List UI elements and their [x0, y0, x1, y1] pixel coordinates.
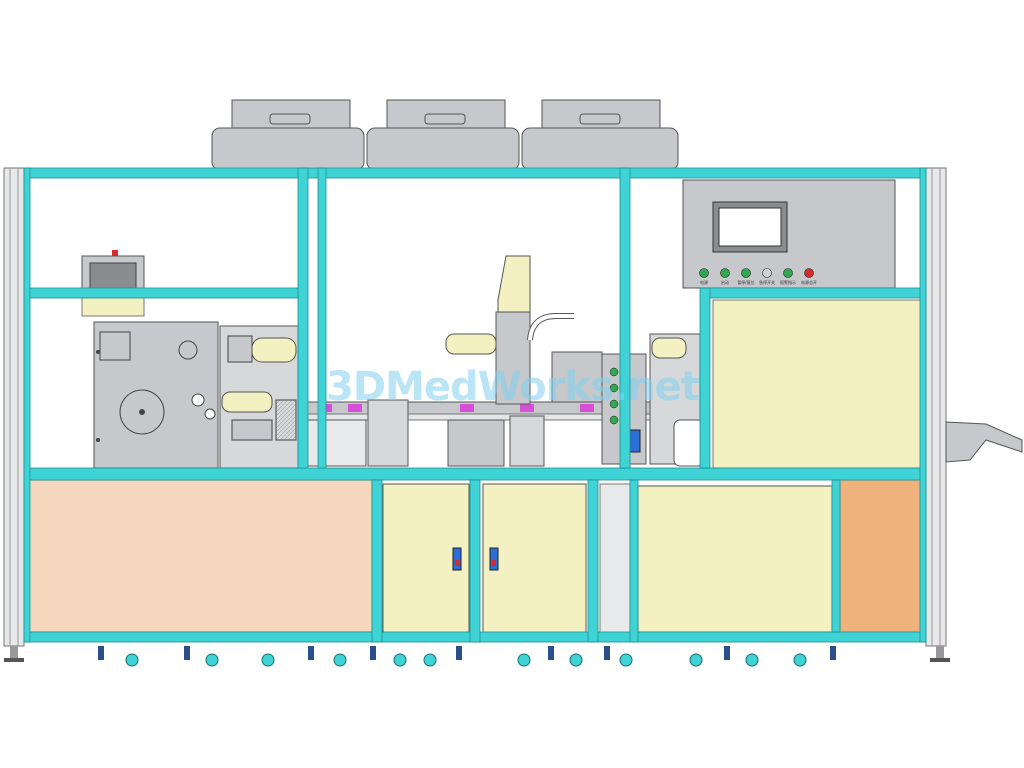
top-hoppers: [211, 99, 679, 171]
panel-button-label-1: 启动: [721, 279, 729, 285]
panel-button-3: [762, 268, 772, 278]
panel-button-label-3: 急停开关: [759, 279, 775, 285]
left-hmi: [81, 250, 145, 317]
mechanism-left: [219, 325, 299, 469]
panel-button-label-0: 电源: [700, 279, 708, 285]
hopper-2: [366, 99, 520, 171]
panel-button-4: [783, 268, 793, 278]
panel-button-label-2: 暂停/复位: [737, 279, 754, 285]
feet-casters: [4, 646, 950, 667]
frame-profiles: [23, 167, 927, 643]
control-buttons: 电源 启动 暂停/复位急停开关报警指示电源总开: [699, 268, 817, 285]
conveyor-line: [297, 399, 661, 467]
watermark: 3DMedWorks.net: [326, 364, 700, 410]
panel-button-2: [741, 268, 751, 278]
hopper-3: [521, 99, 679, 171]
panel-button-0: [699, 268, 709, 278]
left-unwinder: [93, 321, 219, 469]
side-posts: [3, 167, 947, 647]
mechanism-center: [445, 255, 603, 467]
right-upper-cabinet: [712, 299, 926, 469]
panel-button-5: [804, 268, 814, 278]
door-handles: [452, 547, 499, 571]
hopper-1: [211, 99, 365, 171]
panel-button-label-5: 电源总开: [801, 279, 817, 285]
discharge-chute: [945, 421, 1023, 463]
panel-button-label-4: 报警指示: [780, 279, 796, 285]
lower-panels: [25, 479, 925, 637]
local-control-box: [601, 333, 705, 467]
panel-button-1: [720, 268, 730, 278]
